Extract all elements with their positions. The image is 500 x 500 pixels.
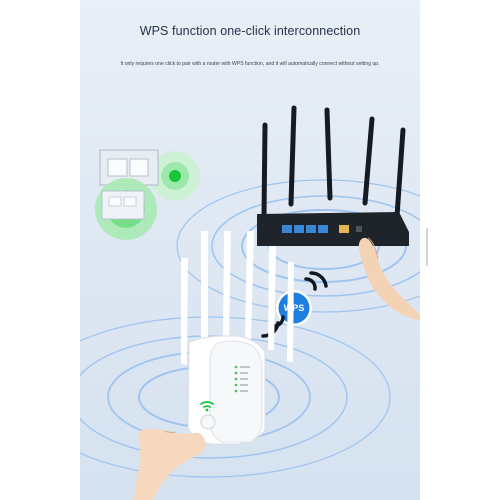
- paired-device-icons: [95, 149, 200, 240]
- wifi-icon: [200, 401, 214, 408]
- wifi-extender-icon: [181, 231, 294, 445]
- feature-title: WPS function one-click interconnection: [139, 24, 361, 38]
- hand-icon: [358, 237, 420, 320]
- wps-label: WPS: [284, 303, 305, 313]
- router-icon: [257, 105, 409, 246]
- device-signal-icon: [95, 178, 157, 240]
- scrollbar-thumb[interactable]: [426, 228, 428, 266]
- hand-icon: [134, 428, 206, 500]
- wps-badge: WPS: [276, 290, 312, 326]
- wps-feature-panel: WPS function one-click interconnection I…: [80, 0, 420, 500]
- wps-illustration: WPS: [80, 105, 420, 500]
- feature-subtitle: It only requires one click to pair with …: [120, 61, 380, 67]
